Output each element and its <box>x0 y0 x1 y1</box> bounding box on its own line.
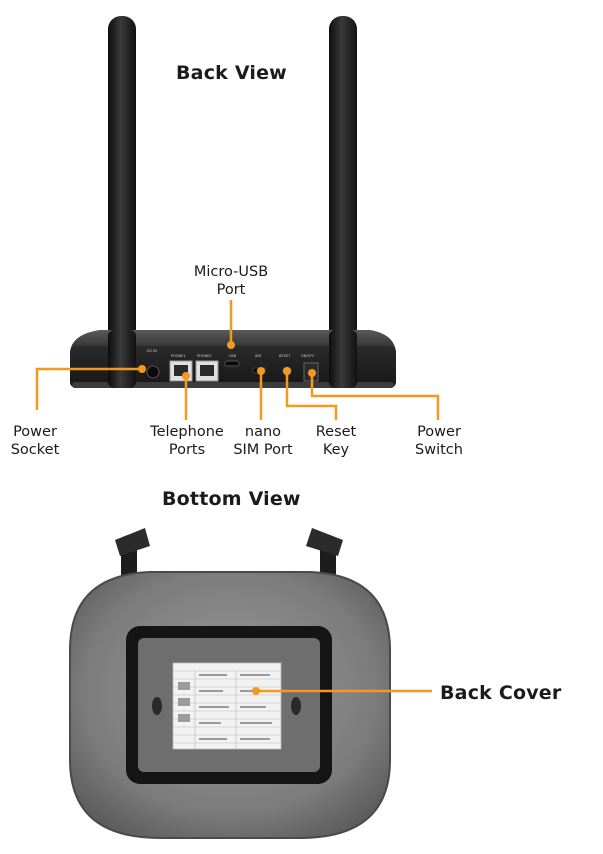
reset-label-line1: Reset <box>315 424 357 440</box>
micro-usb-label-line2: Port <box>216 282 246 298</box>
telephone-port-2 <box>195 360 219 382</box>
bottom-view-heading: Bottom View <box>162 488 301 510</box>
phone2-label: PHONE2 <box>197 354 212 358</box>
micro-usb-port <box>224 360 240 367</box>
reset-key-callout-label: Reset Key <box>306 423 366 459</box>
sim-label-line1: nano <box>244 424 282 440</box>
on-off-label: ON/OFF <box>301 354 314 358</box>
telephone-label-line2: Ports <box>168 442 206 458</box>
reset-label-line2: Key <box>322 442 350 458</box>
callout-back-cover <box>252 687 432 695</box>
sim-label: SIM <box>255 354 261 358</box>
left-antenna <box>108 16 136 388</box>
usb-label: USB <box>229 354 237 358</box>
callout-lines-back <box>35 300 440 420</box>
back-cover-callout-label: Back Cover <box>440 682 562 704</box>
telephone-ports-callout-label: Telephone Ports <box>140 423 234 459</box>
product-label <box>172 662 282 750</box>
bottom-right-antenna-stub <box>306 528 343 577</box>
power-switch-callout-label: Power Switch <box>404 423 474 459</box>
reset-label: RESET <box>279 354 291 358</box>
micro-usb-callout-label: Micro-USB Port <box>185 263 277 299</box>
power-socket-callout-label: Power Socket <box>2 423 68 459</box>
phone1-label: PHONE1 <box>171 354 186 358</box>
power-socket-label-line1: Power <box>13 424 57 440</box>
power-socket-label-line2: Socket <box>10 442 60 458</box>
sim-port-callout-label: nano SIM Port <box>225 423 301 459</box>
sim-label-line2: SIM Port <box>233 442 293 458</box>
power-switch-label-line1: Power <box>417 424 461 440</box>
callout-dots-back <box>138 341 316 380</box>
right-antenna <box>329 16 357 388</box>
telephone-label-line1: Telephone <box>150 424 224 440</box>
power-switch-label-line2: Switch <box>415 442 463 458</box>
micro-usb-label-line1: Micro-USB <box>193 264 269 280</box>
bottom-left-antenna-stub <box>115 528 150 577</box>
dc-in-label: DC IN <box>147 349 157 353</box>
back-view-heading: Back View <box>176 62 287 84</box>
power-socket-port <box>146 365 160 379</box>
